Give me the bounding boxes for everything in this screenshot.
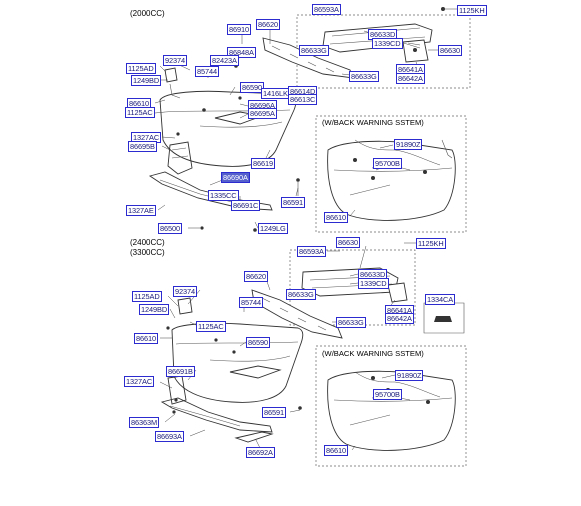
part-label-86591[interactable]: 86591 [281,197,306,208]
part-label-85744-2[interactable]: 85744 [239,297,264,308]
part-label-86633G-2[interactable]: 86633G [349,71,379,82]
clip-part [434,316,452,322]
part-label-86633G-4[interactable]: 86633G [336,317,366,328]
part-label-1249BD-2[interactable]: 1249BD [139,304,170,315]
energy-absorber-2 [251,289,343,339]
part-label-86642A-2[interactable]: 86642A [385,313,414,324]
part-label-1125KH-2[interactable]: 1125KH [416,238,446,249]
part-label-1125KH[interactable]: 1125KH [457,5,487,16]
part-label-86591-2[interactable]: 86591 [262,407,287,418]
part-label-86500[interactable]: 86500 [158,223,183,234]
inset-1-label-86610[interactable]: 86610 [324,212,349,223]
bumper-cover-1 [159,90,297,167]
side-bracket [164,67,178,83]
part-label-1327AE[interactable]: 1327AE [126,205,156,216]
part-label-86593A[interactable]: 86593A [312,4,341,15]
part-label-1416LK[interactable]: 1416LK [261,88,290,99]
section-2-title-line1: (2400CC) [130,238,165,247]
part-label-1334CA[interactable]: 1334CA [425,294,456,305]
part-label-86613C[interactable]: 86613C [288,94,318,105]
lower-bracket [167,141,193,175]
part-label-86690A[interactable]: 86690A [221,172,250,183]
part-label-1249LG[interactable]: 1249LG [258,223,288,234]
section-1-title: (2000CC) [130,9,165,18]
part-label-86692A[interactable]: 86692A [246,447,275,458]
inset-1-label-95700B[interactable]: 95700B [373,158,402,169]
part-label-86633G-3[interactable]: 86633G [286,289,316,300]
bumper-cover-2 [171,322,304,403]
part-label-86363M[interactable]: 86363M [129,417,160,428]
part-label-86610-2[interactable]: 86610 [134,333,159,344]
beam-group-frame-2 [289,249,416,326]
part-label-86693A[interactable]: 86693A [155,431,184,442]
lower-strip-2 [234,431,274,443]
part-label-86633G-1[interactable]: 86633G [299,45,329,56]
part-label-86630[interactable]: 86630 [438,45,463,56]
inset-2-label-95700B[interactable]: 95700B [373,389,402,400]
inset-frame-1 [315,115,467,233]
part-label-86619[interactable]: 86619 [251,158,276,169]
part-label-82423A[interactable]: 82423A [210,55,239,66]
part-label-86642A[interactable]: 86642A [396,73,425,84]
part-label-86910[interactable]: 86910 [227,24,252,35]
part-label-86620-2[interactable]: 86620 [244,271,269,282]
part-label-1125AD[interactable]: 1125AD [126,63,156,74]
part-label-1335CC[interactable]: 1335CC [208,190,239,201]
beam-bracket-2 [387,282,408,303]
part-label-1327AC-2[interactable]: 1327AC [124,376,155,387]
lower-garnish-2 [160,397,273,433]
part-label-92374-2[interactable]: 92374 [173,286,198,297]
side-bracket-2 [177,297,193,315]
part-label-86593A-2[interactable]: 86593A [297,246,326,257]
part-label-86630-2[interactable]: 86630 [336,237,361,248]
part-label-1339CD-2[interactable]: 1339CD [358,278,389,289]
part-label-86691C[interactable]: 86691C [231,200,261,211]
part-label-1125AD-2[interactable]: 1125AD [132,291,162,302]
inset-1-label-91890Z[interactable]: 91890Z [394,139,423,150]
part-label-86590-2[interactable]: 86590 [246,337,271,348]
reflector-2 [229,365,282,379]
part-label-86620[interactable]: 86620 [256,19,281,30]
part-label-86590[interactable]: 86590 [240,82,265,93]
part-label-1339CD[interactable]: 1339CD [372,38,403,49]
part-label-86691B[interactable]: 86691B [166,366,195,377]
lower-garnish [148,171,273,211]
part-label-92374[interactable]: 92374 [163,55,188,66]
part-label-1125AC[interactable]: 1125AC [125,107,155,118]
part-label-86848A[interactable]: 86848A [227,47,256,58]
section-2-title-line2: (3300CC) [130,248,165,257]
inset-2-label-86610[interactable]: 86610 [324,445,349,456]
section-1-inset-title: (W/BACK WARNING SSTEM) [322,118,424,127]
section-2-inset-title: (W/BACK WARNING SSTEM) [322,349,424,358]
inset-bumper-1 [327,140,456,221]
part-label-1249BD[interactable]: 1249BD [131,75,162,86]
inset-frame-2 [315,345,467,467]
inset-2-label-91890Z[interactable]: 91890Z [395,370,424,381]
part-label-85744[interactable]: 85744 [195,66,220,77]
part-label-86695B[interactable]: 86695B [128,141,157,152]
inset-bumper-2 [327,370,456,451]
part-label-1125AC-2[interactable]: 1125AC [196,321,226,332]
beam-group-frame [296,14,471,89]
part-label-86695A[interactable]: 86695A [248,108,277,119]
